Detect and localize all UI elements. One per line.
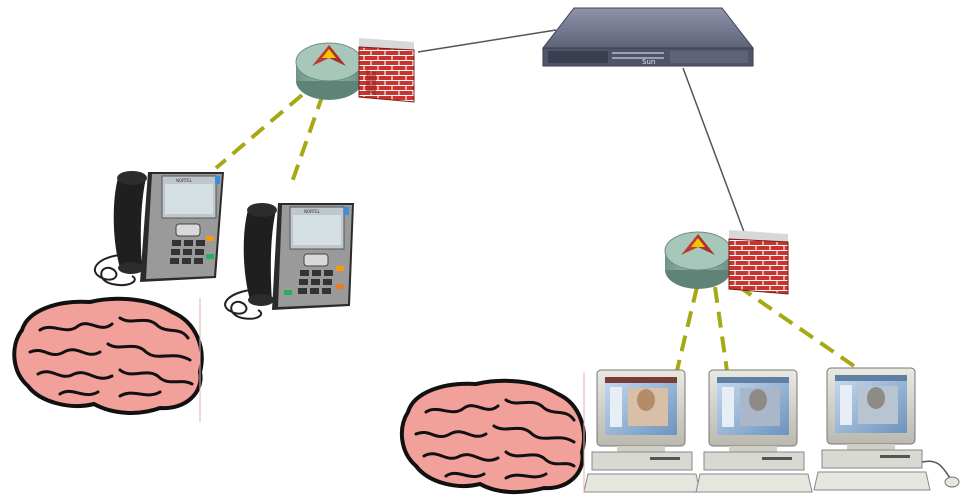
ip-phone-icon: NORTEL <box>224 203 354 320</box>
brain-right <box>399 378 586 495</box>
workstation-3 <box>813 367 960 491</box>
ip-phone-1: NORTEL <box>93 171 224 286</box>
brain-left <box>12 296 204 415</box>
workstation-1 <box>583 369 701 493</box>
desktop-computer-icon <box>813 367 960 491</box>
brain-icon <box>12 296 204 415</box>
router-left <box>295 42 363 100</box>
link-server-to-firewall <box>682 67 745 233</box>
desktop-computer-icon <box>695 369 813 493</box>
link-router-to-workstation-2 <box>713 286 729 372</box>
phone-brand-label: NORTEL <box>304 209 321 214</box>
link-router-to-workstation-3 <box>736 284 856 368</box>
wan-links <box>417 29 745 233</box>
lan-links <box>214 93 856 384</box>
desktop-computer-icon <box>583 369 701 493</box>
ip-phone-2: NORTEL <box>224 203 354 320</box>
router-icon <box>664 231 732 289</box>
link-firewall-to-server <box>417 29 557 53</box>
ip-phone-icon: NORTEL <box>93 171 224 286</box>
link-router-to-workstation-1 <box>672 286 699 384</box>
brick-firewall-icon <box>728 230 789 295</box>
brick-firewall-icon <box>358 38 415 103</box>
link-router-to-phone-2 <box>289 93 325 186</box>
rack-server-icon: Sun <box>541 7 755 67</box>
brain-icon <box>399 378 586 495</box>
link-router-to-phone-1 <box>214 93 304 170</box>
firewall-left <box>358 38 415 103</box>
workstation-2 <box>695 369 813 493</box>
router-icon <box>295 42 363 100</box>
firewall-right <box>728 230 789 295</box>
server-brand-label: Sun <box>642 58 655 66</box>
phone-brand-label: NORTEL <box>176 178 193 183</box>
router-right <box>664 231 732 289</box>
